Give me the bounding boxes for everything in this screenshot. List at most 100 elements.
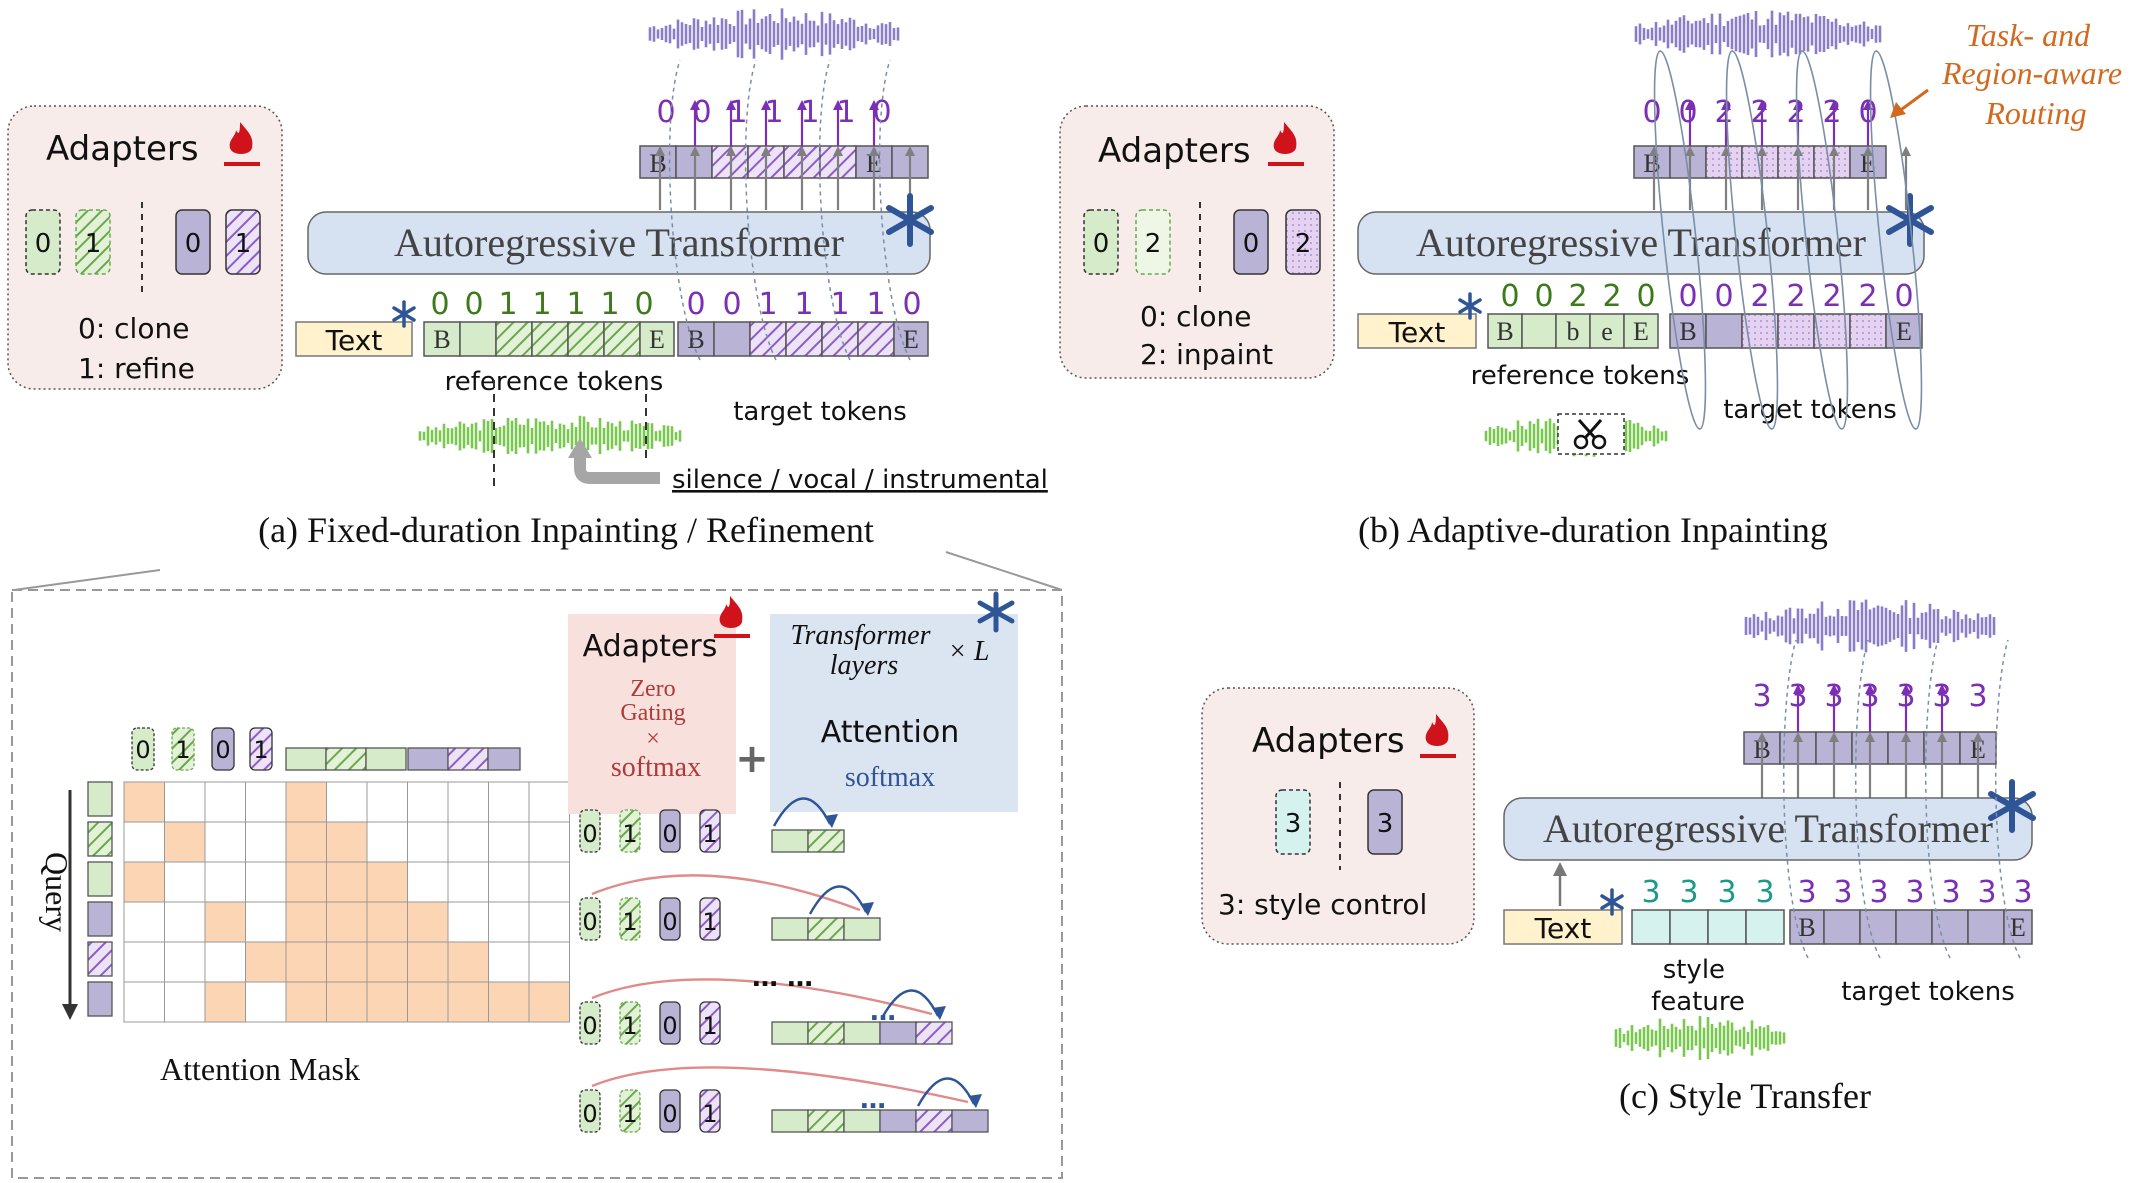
adapter-chip-b-3 [1233,209,1269,275]
mask-cell [285,981,327,1023]
row-token [807,829,845,853]
adapters-title-c: Adapters [1252,721,1405,761]
snowflake-icon [886,193,934,247]
mask-cell [366,821,408,863]
arrow-head [860,902,874,916]
row-adapter-chip [659,809,681,853]
row-adapter-label: 1 [622,908,637,936]
row-adapter-label: 0 [582,820,597,848]
row-adapter-label: 1 [702,1012,717,1040]
mask-cell [528,981,570,1023]
mask-header: 0 1 0 1 [131,727,521,771]
arrow-head [1901,732,1911,742]
mask-cell [285,781,327,823]
fire-icon [1268,122,1304,166]
routing-loop [1653,50,1707,430]
mask-cell [528,821,570,863]
arrow-head [905,146,915,156]
mask-cell [326,981,368,1023]
token-code: 2 [1858,279,1877,314]
transformer-layers-label: Transformer layers [790,620,937,681]
mask-cell [407,941,449,983]
row-adapter-chip [699,1089,721,1133]
mask-cell [123,781,165,823]
mask-cell [164,861,206,903]
token-e-inner: e [1601,317,1613,346]
ellipsis: … … [752,963,813,993]
mask-cell [407,821,449,863]
token-code: 3 [1968,679,1987,714]
mask-cell [407,901,449,943]
text-box-b [1357,313,1477,349]
header-chip-label: 1 [175,736,190,764]
mask-cell [447,901,489,943]
mask-cell [204,941,246,983]
adapters-title-a: Adapters [46,129,199,169]
legend-clone: 0: clone [78,312,189,345]
reference-token-strip-b: B b e E [1487,313,1659,349]
mask-cell [447,981,489,1023]
mask-cell [326,821,368,863]
adapters-box-b [1059,105,1335,379]
dashed-link [1994,639,2021,959]
arrow-head [833,100,843,110]
mask-title: Attention Mask [160,1051,360,1087]
mask-cell [245,941,287,983]
transformer-label-c: Autoregressive Transformer [1543,806,1993,851]
arrow-head [869,146,879,156]
detail-adapters-title: Adapters [583,629,718,664]
row-token [807,1109,845,1133]
arrow-head [1937,684,1947,694]
mask-cell [164,981,206,1023]
query-label: Query [39,852,75,932]
detail-adapters-box [568,614,736,814]
arrow-head [1757,146,1767,156]
arrow-head [761,146,771,156]
legend-inpaint: 2: inpaint [1140,338,1273,371]
arrow-head [1793,684,1803,694]
mask-cell [123,821,165,863]
token-code: 1 [566,287,585,322]
token-code: 1 [794,287,813,322]
mask-cell [326,941,368,983]
token-code: 0 [1894,279,1913,314]
mask-cell [407,981,449,1023]
row-token [771,829,809,853]
arrow-head [726,146,736,156]
text-label-a: Text [325,324,383,357]
token-code: 0 [1678,279,1697,314]
token-b: B [1798,913,1815,942]
red-arrow [591,874,861,912]
mask-cell [245,981,287,1023]
waveform-bottom-a [418,415,682,457]
token-e: E [2010,913,2026,942]
routing-loops-b [1653,50,1923,430]
dashed-links-c [1782,639,2021,959]
blue-arrow [916,1077,976,1107]
row-adapter-chip [699,897,721,941]
token-b-inner: b [1567,317,1580,346]
mask-cell [447,861,489,903]
attention-label: Attention [821,715,959,750]
token-code: 3 [1977,875,1996,910]
row-adapter-chip [619,1001,641,1045]
row-adapter-chip [579,809,601,853]
text-box-a [295,321,413,357]
row-token [843,917,881,941]
caption-c: (c) Style Transfer [1619,1076,1871,1116]
dashed-link [1924,639,1951,959]
arrow-head [1685,146,1695,156]
mask-cell [447,941,489,983]
scissors-icon [1573,419,1607,450]
adapter-chip-label: 3 [1377,809,1394,839]
mask-cell [285,821,327,863]
token-code: 0 [722,287,741,322]
token-code: 0 [692,95,711,130]
arrow-head [1865,732,1875,742]
token-code: 3 [1797,875,1816,910]
